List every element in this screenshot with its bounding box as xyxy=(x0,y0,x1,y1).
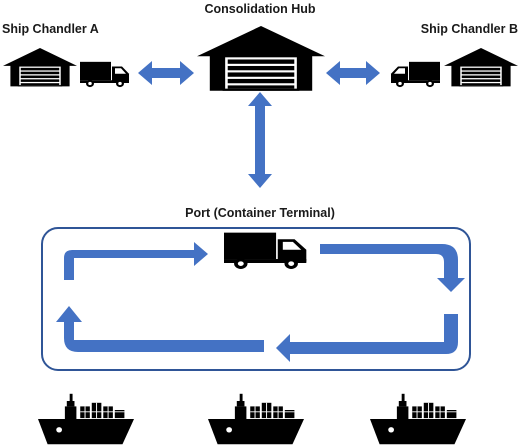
ship-right-icon xyxy=(369,393,467,445)
port-truck-icon xyxy=(224,232,307,269)
ship-left-icon xyxy=(37,393,135,445)
chandler-b-warehouse-icon xyxy=(444,48,518,87)
chandler-a-warehouse-icon xyxy=(3,48,77,87)
loop-arrow-right-bottom xyxy=(276,314,458,362)
hub-port-arrow xyxy=(248,92,272,188)
hub-label: Consolidation Hub xyxy=(204,2,316,16)
chandler-b-truck-icon xyxy=(391,61,440,88)
chandler-a-label: Ship Chandler A xyxy=(2,22,99,36)
ship-center-icon xyxy=(207,393,305,445)
hub-chandler-b-arrow xyxy=(326,61,380,85)
hub-warehouse-icon xyxy=(197,26,325,91)
chandler-a-hub-arrow xyxy=(138,61,194,85)
chandler-b-label: Ship Chandler B xyxy=(420,22,518,36)
port-terminal-frame xyxy=(41,227,471,371)
loop-arrow-right-top xyxy=(320,244,465,292)
loop-arrow-left-bottom xyxy=(56,306,264,352)
port-label: Port (Container Terminal) xyxy=(185,206,335,220)
loop-arrow-left-top xyxy=(64,242,208,280)
chandler-a-truck-icon xyxy=(80,61,129,88)
